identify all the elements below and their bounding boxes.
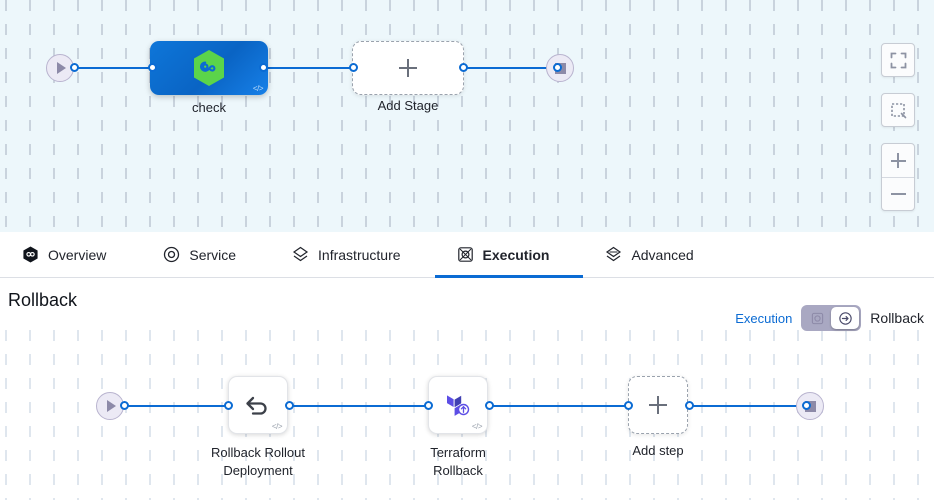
code-badge: </> <box>271 422 283 431</box>
zoom-out-icon <box>890 187 906 202</box>
connector-dot <box>148 63 157 72</box>
tab-advanced[interactable]: Advanced <box>605 232 694 278</box>
connector-dot <box>224 401 233 410</box>
step-node-rollback-rollout-deployment[interactable]: </> <box>228 376 288 434</box>
tab-service[interactable]: Service <box>163 232 236 278</box>
add-stage-label: Add Stage <box>377 98 439 113</box>
step-node-terraform-rollback[interactable]: </> <box>428 376 488 434</box>
switch-segment-rollback[interactable] <box>831 307 860 329</box>
connector-step1-to-step2 <box>288 405 434 407</box>
execution-icon <box>457 247 473 262</box>
terraform-icon <box>447 395 470 416</box>
pipeline-start-node[interactable] <box>46 54 74 82</box>
stage-label-check: check <box>192 100 226 115</box>
stage-node-check[interactable]: </> <box>150 41 268 95</box>
connector-check-to-addstage <box>262 67 356 69</box>
connector-dot <box>285 401 294 410</box>
connector-start-to-step1 <box>124 405 232 407</box>
tab-label: Overview <box>48 246 107 263</box>
zoom-out-button[interactable] <box>882 177 914 210</box>
connector-addstep-to-end <box>686 405 804 407</box>
harness-hexagon-icon <box>23 246 38 263</box>
connector-dot <box>624 401 633 410</box>
connector-dot <box>259 63 268 72</box>
rollback-arrow-icon <box>839 311 852 325</box>
connector-dot <box>349 63 358 72</box>
code-badge: </> <box>252 84 264 93</box>
step-label-rollback-rollout-deployment: Rollback Rollout Deployment <box>188 444 328 480</box>
connector-dot <box>802 401 811 410</box>
step-label-line2: Deployment <box>223 463 293 478</box>
fullscreen-button[interactable] <box>881 43 915 77</box>
connector-addstage-to-end <box>460 67 558 69</box>
zoom-controls[interactable] <box>881 143 915 211</box>
advanced-layers-icon <box>606 246 622 262</box>
step-label-line2: Rollback <box>433 463 483 478</box>
code-badge: </> <box>471 422 483 431</box>
infrastructure-layers-icon <box>292 246 309 262</box>
tab-label: Execution <box>482 246 550 263</box>
tab-infrastructure[interactable]: Infrastructure <box>292 232 401 278</box>
connector-dot <box>685 401 694 410</box>
connector-start-to-check <box>74 67 156 69</box>
connector-dot <box>485 401 494 410</box>
stage-tab-bar[interactable]: Overview Service Infrastructure Executio… <box>0 232 934 278</box>
play-icon <box>57 62 66 74</box>
toggle-label-rollback[interactable]: Rollback <box>870 310 924 326</box>
step-label-line1: Terraform <box>430 445 486 460</box>
connector-dot <box>70 63 79 72</box>
switch-segment-execution[interactable] <box>803 307 831 329</box>
rollback-sub-header <box>0 279 934 330</box>
plus-icon <box>649 396 667 414</box>
harness-hexagon-icon <box>194 50 224 86</box>
tab-label: Advanced <box>631 246 694 263</box>
zoom-in-icon <box>890 153 906 168</box>
execution-icon <box>811 312 823 324</box>
add-step-button[interactable] <box>628 376 688 434</box>
connector-step2-to-addstep <box>488 405 632 407</box>
marquee-select-icon <box>890 102 906 118</box>
plus-icon <box>399 59 417 77</box>
toggle-label-execution[interactable]: Execution <box>735 310 793 326</box>
marquee-select-button[interactable] <box>881 93 915 127</box>
add-step-label: Add step <box>632 443 684 458</box>
fullscreen-icon <box>890 52 906 68</box>
service-circle-icon <box>164 246 180 263</box>
tab-overview[interactable]: Overview <box>22 232 106 278</box>
add-stage-button[interactable] <box>352 41 464 95</box>
execution-rollback-switch[interactable] <box>801 305 862 331</box>
zoom-in-button[interactable] <box>882 144 914 177</box>
rollback-start-node[interactable] <box>96 392 124 420</box>
pipeline-stage-canvas[interactable]: </> check Add Stage <box>0 0 934 232</box>
play-icon <box>107 400 116 412</box>
page-title: Rollback <box>8 290 78 310</box>
connector-dot <box>120 401 129 410</box>
tab-label: Service <box>189 246 237 263</box>
connector-dot <box>424 401 433 410</box>
execution-rollback-toggle-group[interactable]: Execution Rollback <box>735 305 924 331</box>
undo-arrow-icon <box>246 396 267 415</box>
tab-label: Infrastructure <box>318 246 401 263</box>
connector-dot <box>553 63 562 72</box>
step-label-line1: Rollback Rollout <box>211 445 305 460</box>
step-label-terraform-rollback: Terraform Rollback <box>388 444 528 480</box>
rollback-step-canvas[interactable]: </> Rollback Rollout Deployment </> Terr… <box>0 330 934 500</box>
tab-execution[interactable]: Execution <box>434 232 584 278</box>
connector-dot <box>459 63 468 72</box>
